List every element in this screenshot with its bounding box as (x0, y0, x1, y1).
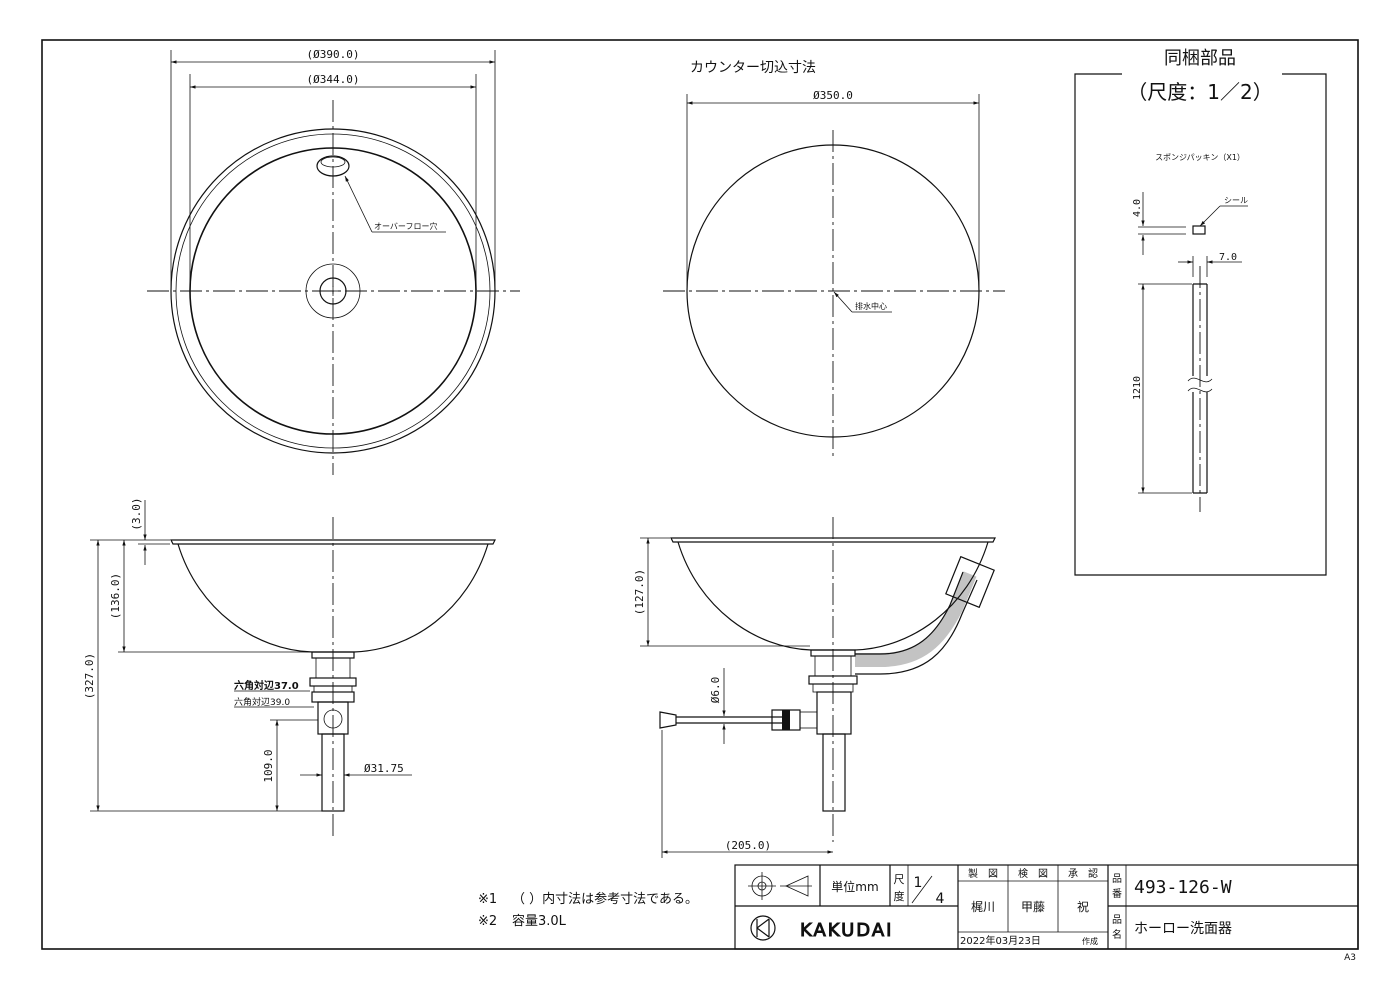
dim-cutout-dia: Ø350.0 (813, 89, 853, 102)
kakudai-logo: KAKUDAI (750, 915, 893, 942)
notes: ※1 （ ）内寸法は参考寸法である。 ※2 容量3.0L (478, 891, 698, 929)
part-no-label-1: 品 (1112, 873, 1122, 885)
scale-label-top: 尺 (894, 873, 905, 886)
name-label-2: 名 (1112, 928, 1122, 941)
date-suffix: 作成 (1082, 936, 1098, 946)
drawing-date: 2022年03月23日 (960, 934, 1041, 947)
approved-label: 承 認 (1068, 867, 1098, 880)
dim-rod-dia: Ø6.0 (709, 677, 722, 704)
dim-rod-length: (205.0) (725, 839, 771, 852)
dim-side-depth: (127.0) (633, 569, 646, 615)
accessory-scale: （尺度：1／2） (1127, 80, 1272, 104)
dim-sponge-length: 1210 (1132, 376, 1143, 400)
product-name: ホーロー洗面器 (1134, 921, 1232, 937)
drain-center-label: 排水中心 (855, 301, 887, 311)
checked-by: 甲藤 (1021, 900, 1045, 914)
overflow-hose (855, 571, 977, 667)
approved-by: 祝 (1077, 900, 1089, 914)
top-view: (Ø390.0) (Ø344.0) オーバーフロー穴 (147, 48, 520, 475)
dim-drain-length: 109.0 (262, 749, 275, 782)
checked-label: 検 図 (1018, 867, 1048, 880)
side-view: (127.0) Ø6.0 (205.0) (633, 517, 996, 858)
dim-bowl-depth: (136.0) (109, 573, 122, 619)
part-number: 493-126-W (1134, 877, 1232, 898)
counter-cutout-title: カウンター切込寸法 (690, 60, 816, 76)
dim-rim: (3.0) (130, 497, 143, 530)
title-block: 単位mm 尺 度 1 4 製 図 検 図 承 認 梶川 甲藤 祝 2022年03… (734, 864, 1359, 950)
dim-sponge-thickness: 4.0 (1132, 199, 1143, 217)
unit-label: 単位mm (831, 879, 878, 894)
note-2-mark: ※2 (478, 914, 497, 929)
brand-name: KAKUDAI (800, 920, 893, 941)
part-no-label-2: 番 (1112, 888, 1122, 900)
scale-label-bottom: 度 (894, 889, 905, 903)
scale-numerator: 1 (914, 875, 923, 891)
sponge-label: スポンジパッキン（X1） (1155, 153, 1245, 162)
drawing-border (41, 39, 1359, 950)
dim-hex-39: 六角対辺39.0 (234, 696, 290, 708)
dim-hex-37: 六角対辺37.0 (234, 679, 299, 692)
accessory-box: 同梱部品 （尺度：1／2） スポンジパッキン（X1） 4.0 シール 7.0 1… (1074, 48, 1327, 576)
dim-outer-dia: (Ø390.0) (307, 48, 360, 61)
dim-total-height: (327.0) (83, 653, 96, 699)
overflow-hole-label: オーバーフロー穴 (374, 221, 437, 231)
note-1-text: （ ）内寸法は参考寸法である。 (512, 891, 698, 907)
sheet-size: A3 (1344, 953, 1356, 963)
name-label-1: 品 (1112, 914, 1122, 926)
drawn-label: 製 図 (968, 867, 998, 880)
projection-symbol-icon (748, 872, 812, 900)
dim-pipe-dia: Ø31.75 (364, 762, 404, 775)
note-1-mark: ※1 (478, 892, 497, 907)
note-2-text: 容量3.0L (512, 913, 567, 929)
counter-cutout-view: カウンター切込寸法 Ø350.0 排水中心 (663, 60, 1005, 460)
accessory-title: 同梱部品 (1164, 48, 1236, 69)
drawn-by: 梶川 (971, 900, 995, 914)
seal-label: シール (1224, 196, 1248, 205)
dim-inner-dia: (Ø344.0) (307, 73, 360, 86)
dim-sponge-width: 7.0 (1219, 252, 1237, 263)
scale-denominator: 4 (936, 891, 945, 907)
front-view: (327.0) (136.0) (3.0) 六角対辺37.0 六角対辺39.0 … (83, 497, 496, 840)
